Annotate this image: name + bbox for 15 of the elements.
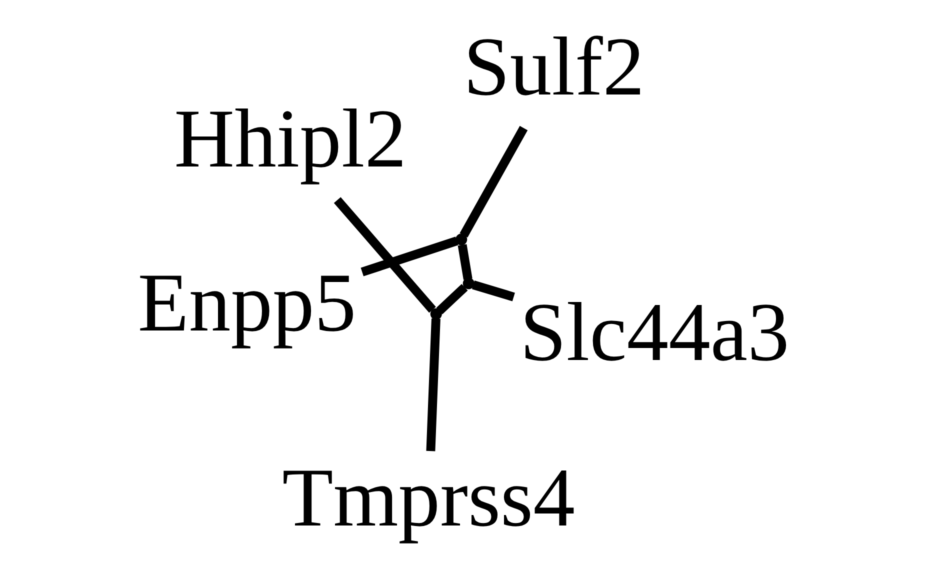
connector bbox=[458, 244, 472, 280]
connector bbox=[460, 126, 528, 238]
node-text: Slc44a3 bbox=[520, 286, 790, 380]
connector bbox=[472, 280, 515, 302]
connector bbox=[436, 284, 468, 314]
connector bbox=[360, 236, 458, 276]
node-point bbox=[456, 234, 468, 246]
node-point bbox=[462, 278, 474, 290]
node-text: Sulf2 bbox=[463, 20, 645, 114]
node-text: Hhipl2 bbox=[174, 92, 407, 186]
node-text: Tmprss4 bbox=[282, 452, 575, 545]
connector bbox=[426, 318, 440, 452]
node-text: Enpp5 bbox=[138, 256, 356, 350]
connector bbox=[334, 197, 436, 313]
node-point bbox=[430, 308, 442, 320]
